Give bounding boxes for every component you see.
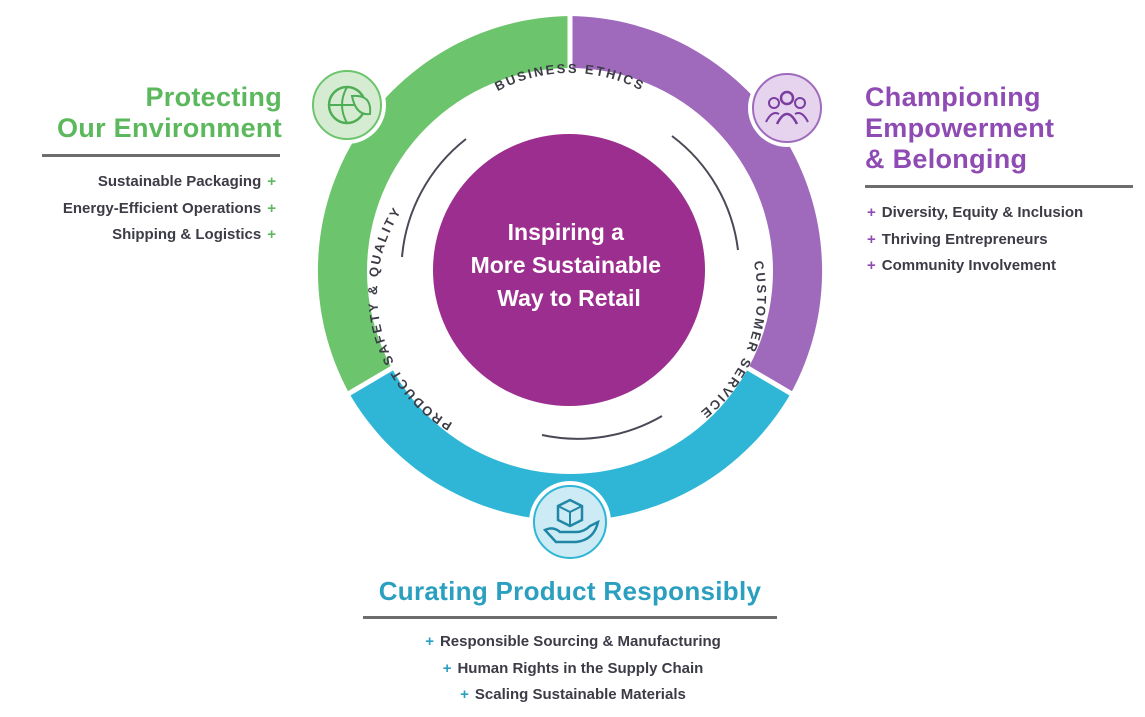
pillar-product-title: Curating Product Responsibly [378,576,762,606]
list-item: +Responsible Sourcing & Manufacturing [425,633,721,650]
pillar-empowerment-list: +Diversity, Equity & Inclusion +Thriving… [865,200,1145,280]
pillar-empowerment: Championing Empowerment & Belonging +Div… [865,82,1145,280]
hand-box-icon [529,481,611,563]
center-line-1: Inspiring a [508,219,625,245]
inner-connector-arc [541,415,663,440]
pillar-environment-divider [42,154,280,157]
center-line-2: More Sustainable [471,252,661,278]
pillar-environment-title: Protecting Our Environment [56,82,282,143]
list-item: Energy-Efficient Operations+ [62,199,276,217]
globe-leaf-icon [308,66,386,144]
center-line-3: Way to Retail [497,285,641,311]
pillar-product: Curating Product Responsibly +Responsibl… [330,576,810,709]
list-item: +Scaling Sustainable Materials [460,686,686,703]
center-circle [433,134,705,406]
list-item: Sustainable Packaging+ [97,173,276,190]
list-item: Shipping & Logistics+ [112,226,276,243]
ring-divider [739,361,799,400]
inner-connector-arc [401,138,467,258]
list-item: +Human Rights in the Supply Chain [442,659,704,677]
list-item: +Community Involvement [867,257,1056,274]
pillar-empowerment-divider [865,185,1133,188]
list-item: +Thriving Entrepreneurs [867,230,1048,248]
pillar-product-divider [363,616,777,619]
ring-divider [341,361,401,400]
ring-segment-product [349,367,791,521]
people-group-icon [748,69,826,147]
pillar-environment-list: Sustainable Packaging+ Energy-Efficient … [0,169,282,249]
list-item: +Diversity, Equity & Inclusion [867,204,1084,221]
pillar-empowerment-title: Championing Empowerment & Belonging [865,82,1055,174]
pillar-product-list: +Responsible Sourcing & Manufacturing +H… [330,629,810,709]
pillar-environment: Protecting Our Environment Sustainable P… [0,82,282,249]
center-title: Inspiring a More Sustainable Way to Reta… [471,219,668,311]
inner-connector-arc [671,135,739,251]
